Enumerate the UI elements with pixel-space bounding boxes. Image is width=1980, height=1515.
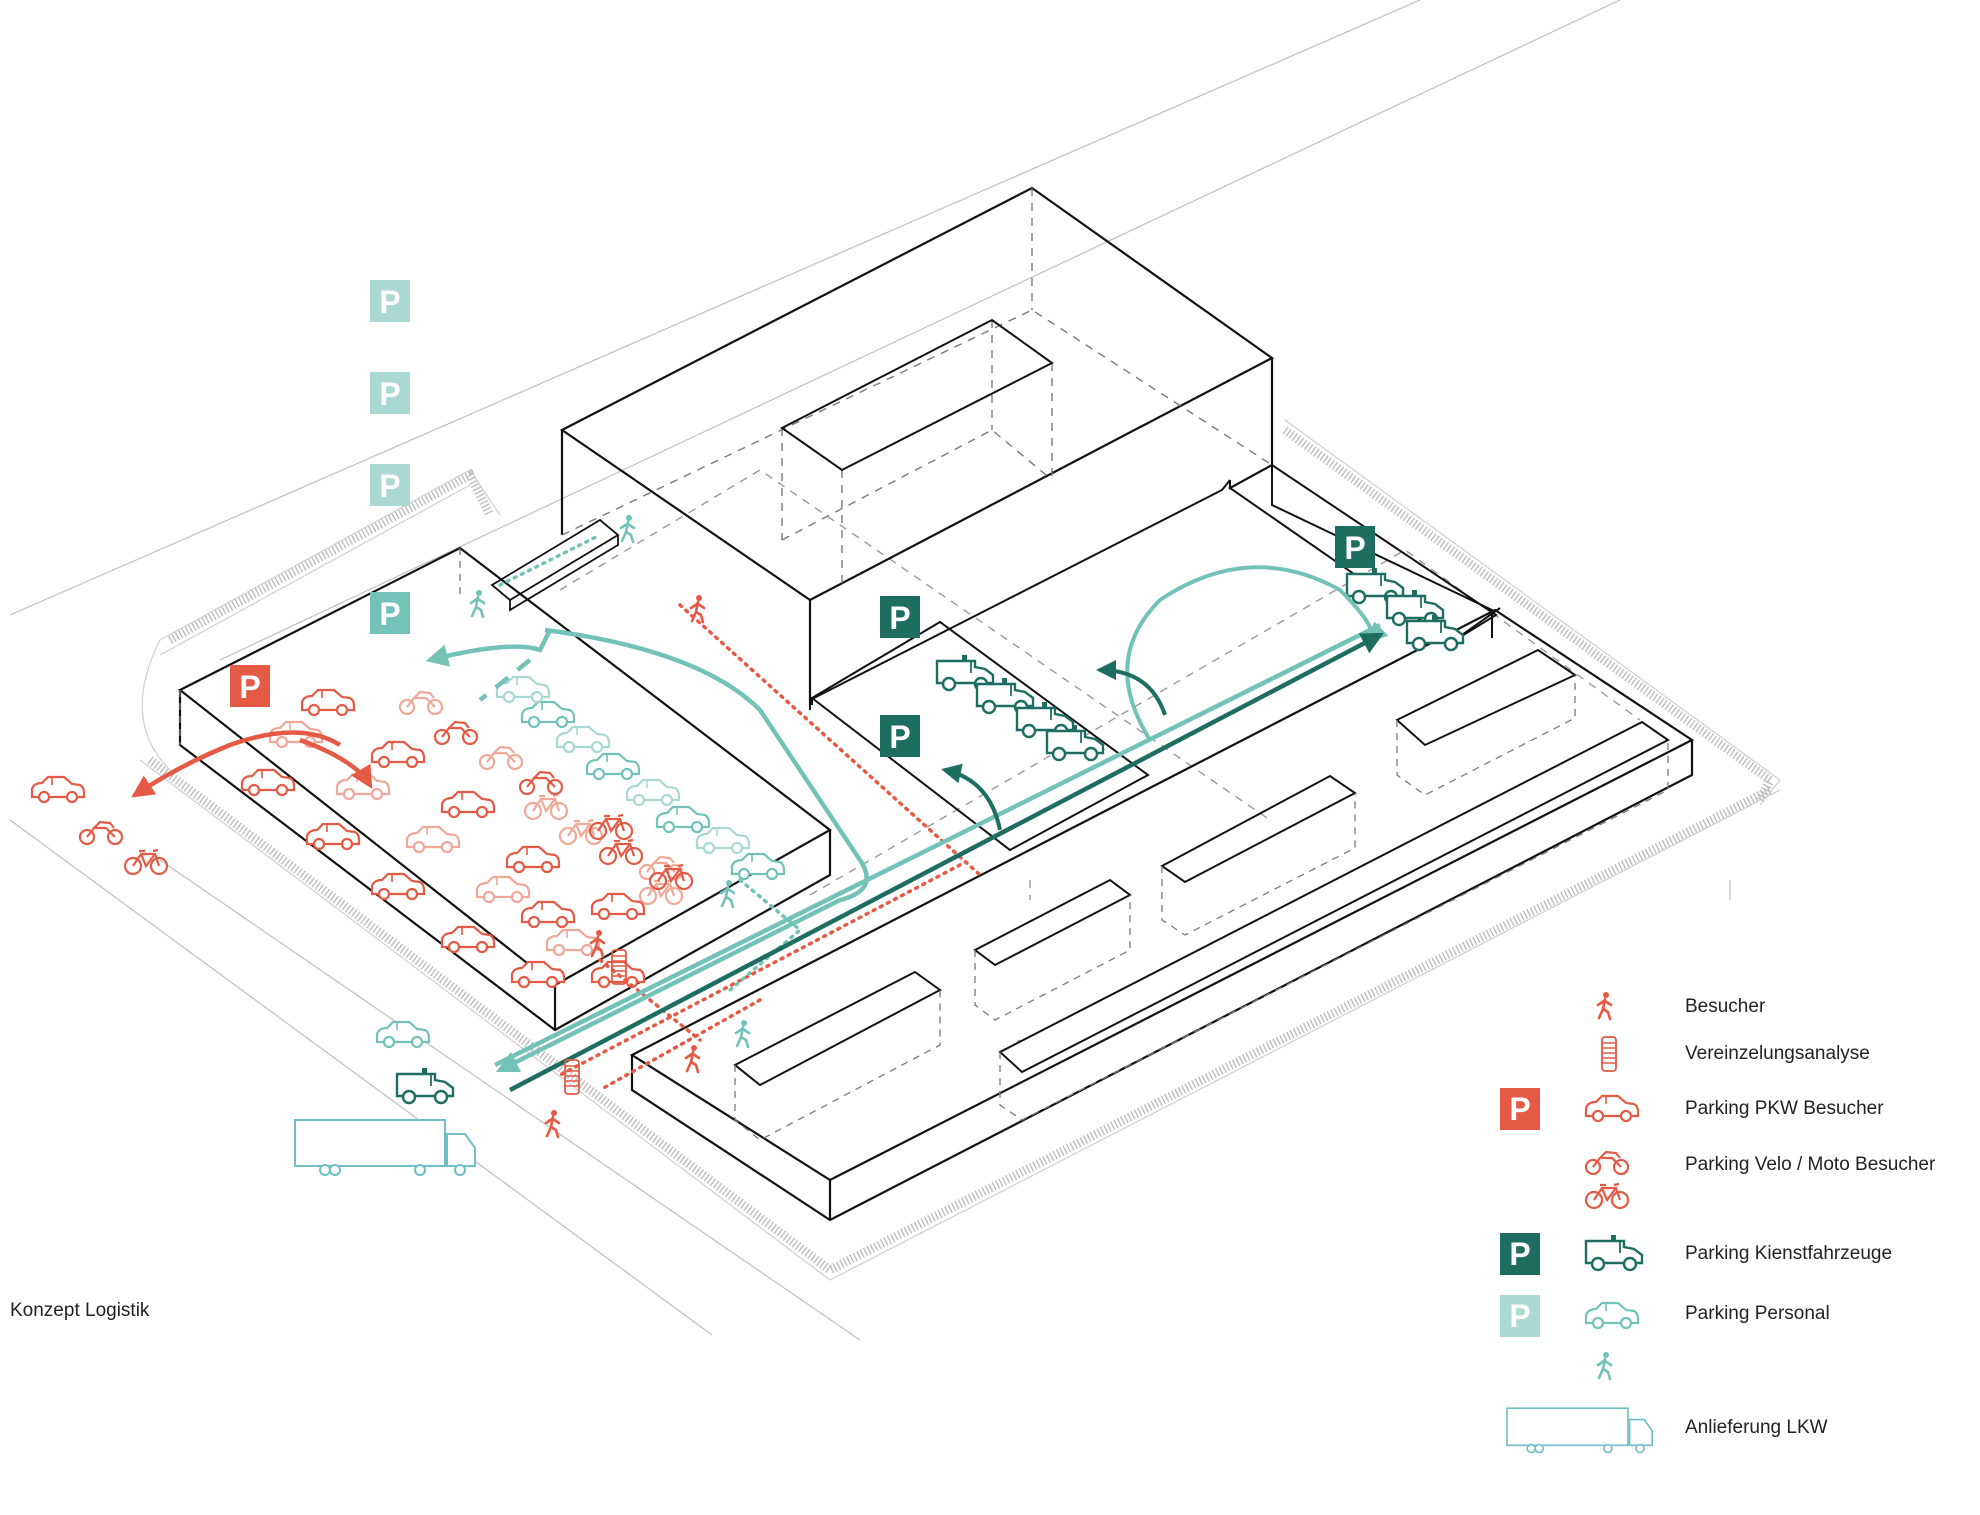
bicycle-icon bbox=[1584, 1182, 1630, 1210]
badge-text: P bbox=[379, 468, 400, 504]
street-lines bbox=[9, 0, 1731, 1341]
turnstile-icon bbox=[1601, 1036, 1617, 1072]
outside-visitor-vehicles bbox=[30, 775, 169, 876]
site-fence-inner bbox=[139, 419, 1781, 1281]
parking-badge-personal-4: P bbox=[370, 592, 410, 634]
diagram-caption: Konzept Logistik bbox=[10, 1300, 150, 1321]
kienst-platform bbox=[810, 620, 1150, 852]
legend-label: Besucher bbox=[1685, 996, 1766, 1017]
badge-text: P bbox=[889, 600, 910, 636]
main-building bbox=[559, 186, 1275, 705]
badge-text: P bbox=[239, 669, 260, 705]
parking-badge-besucher: P bbox=[230, 665, 270, 707]
legend-label: Parking Personal bbox=[1685, 1303, 1830, 1324]
legend-label: Parking PKW Besucher bbox=[1685, 1098, 1884, 1119]
truck-icon bbox=[1506, 1407, 1653, 1454]
badge-text: P bbox=[379, 284, 400, 320]
kienst-route bbox=[508, 632, 1384, 1092]
parking-deck-hidden bbox=[179, 548, 461, 745]
delivery-truck bbox=[294, 1119, 476, 1176]
parking-badge-personal-legend: P bbox=[1500, 1295, 1540, 1337]
badge-text: P bbox=[1344, 530, 1365, 566]
parking-badge-kienst-1: P bbox=[880, 596, 920, 638]
badge-text: P bbox=[379, 596, 400, 632]
connector-bridge bbox=[490, 518, 620, 612]
front-building-skylights-hidden bbox=[734, 675, 1669, 1141]
car-icon bbox=[1584, 1301, 1640, 1330]
parking-badge-personal-2: P bbox=[370, 372, 410, 414]
van-icon bbox=[1584, 1233, 1644, 1272]
parking-deck bbox=[177, 546, 832, 1032]
main-building-courtyard bbox=[780, 318, 1054, 472]
parking-badge-kienst-legend: P bbox=[1500, 1233, 1540, 1275]
parking-badge-kienst-2: P bbox=[880, 715, 920, 757]
legend: Besucher Vereinzelungsanalyse P Parking … bbox=[1500, 980, 1970, 1480]
badge-text: P bbox=[379, 376, 400, 412]
visitor-route bbox=[131, 603, 982, 1092]
pedestrian-icon bbox=[1596, 1350, 1613, 1381]
legend-label: Vereinzelungsanalyse bbox=[1685, 1043, 1870, 1064]
legend-label: Parking Velo / Moto Besucher bbox=[1685, 1154, 1936, 1175]
parking-badges: P P P P P P P P bbox=[230, 280, 1375, 757]
legend-label: Parking Kienstfahrzeuge bbox=[1685, 1243, 1893, 1264]
motorbike-icon bbox=[1584, 1150, 1630, 1176]
legend-label: Anlieferung LKW bbox=[1685, 1417, 1828, 1438]
outside-kienst-van bbox=[395, 1066, 455, 1105]
site-fence bbox=[147, 426, 1776, 1276]
pedestrian-icon bbox=[1596, 990, 1613, 1021]
parking-badge-personal-3: P bbox=[370, 464, 410, 506]
badge-text: P bbox=[889, 719, 910, 755]
outside-staff-car bbox=[375, 1020, 431, 1049]
staff-route bbox=[425, 533, 1389, 1073]
ground-markings bbox=[559, 469, 1641, 1051]
parking-badge-besucher-legend: P bbox=[1500, 1088, 1540, 1130]
car-icon bbox=[1584, 1094, 1640, 1123]
parking-badge-kienst-3: P bbox=[1335, 526, 1375, 568]
parking-badge-personal-1: P bbox=[370, 280, 410, 322]
